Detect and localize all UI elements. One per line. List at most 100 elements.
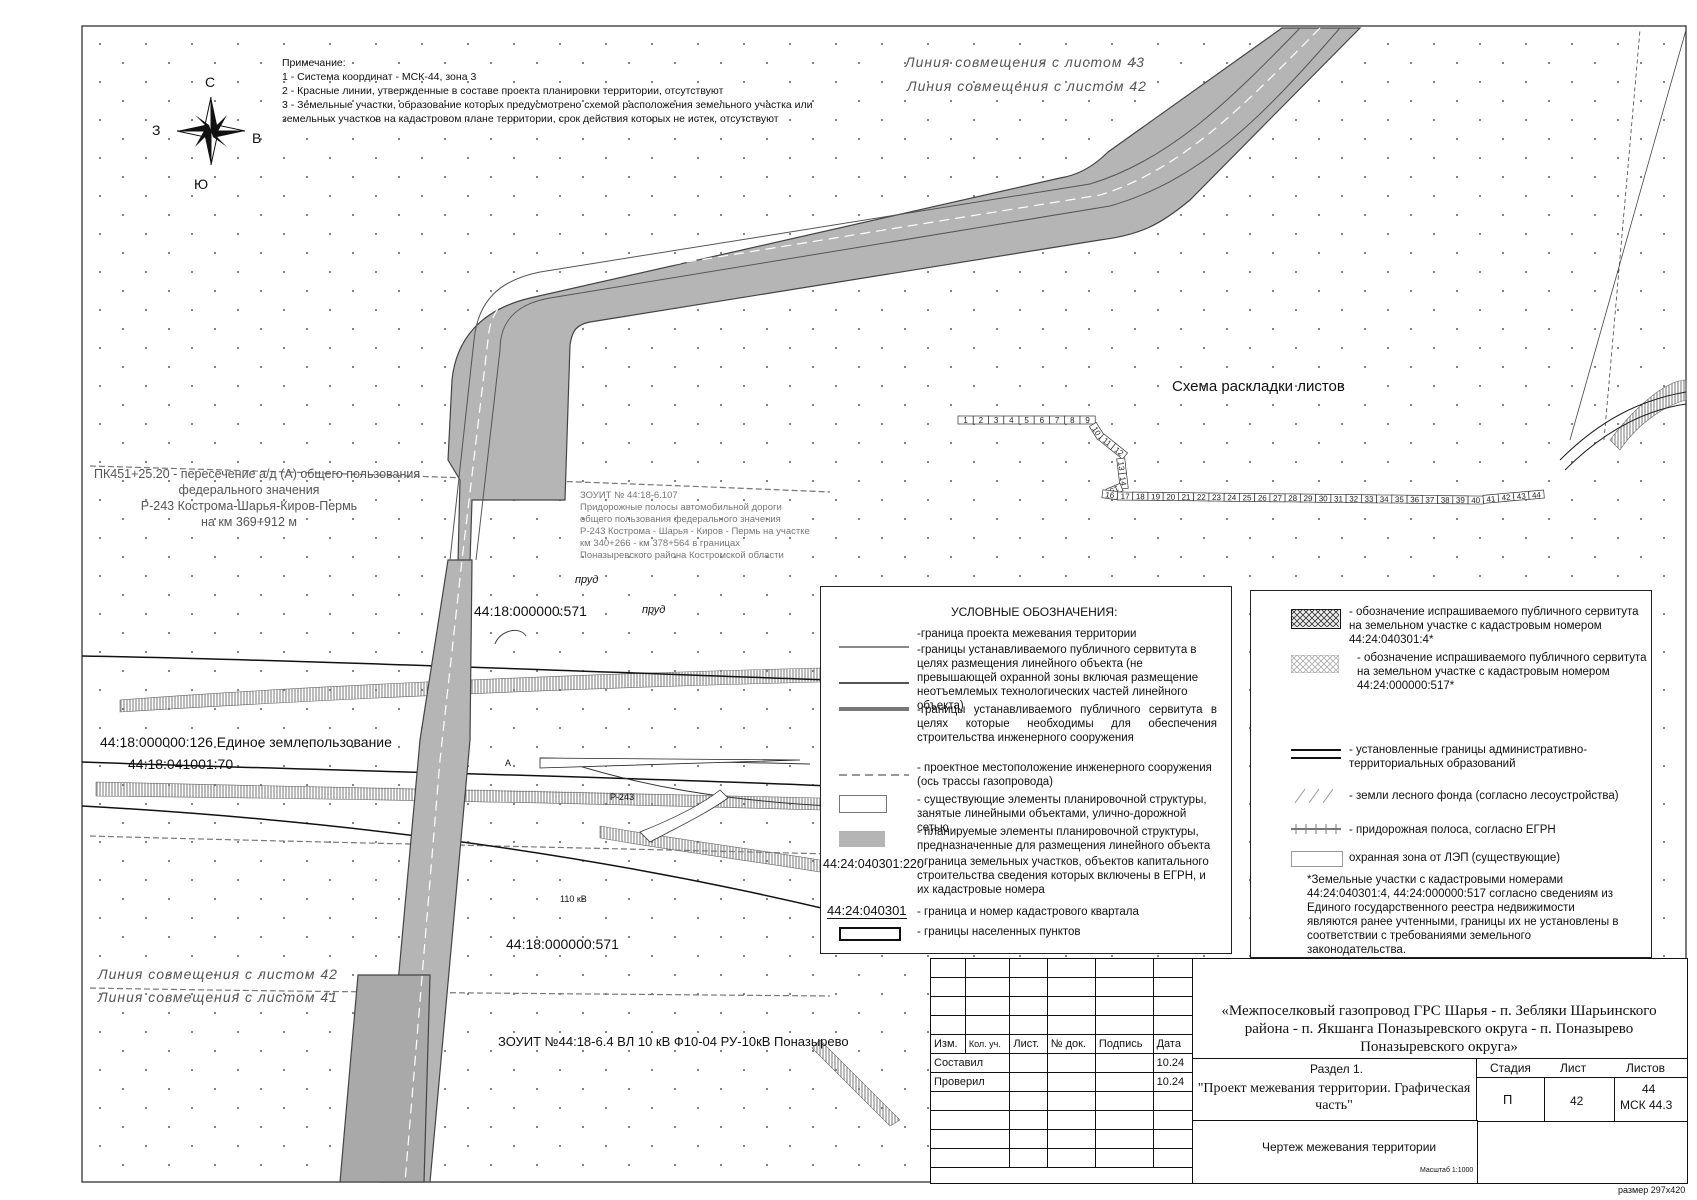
scheme-sheet-cell: 38 [1437,495,1454,505]
scheme-sheet-number: 28 [1288,494,1298,503]
legend-symbol-power-line-zone [1291,851,1343,867]
legend-symbol-servitude-construction [839,707,909,711]
legend2-item: - обозначение испрашиваемого публичного … [1349,606,1639,646]
zouit-label: ЗОУИТ № 44:18-6.107 Придорожные полосы а… [580,490,810,562]
scheme-sheet-number: 41 [1486,494,1496,504]
legend2-item: - установленные границы административно-… [1349,744,1588,770]
legend-symbol-servitude-linear [839,682,909,684]
notes-heading: Примечание: [282,57,346,69]
rev-header: Кол. уч. [964,1034,1011,1054]
pond-label: пруд [642,604,666,616]
match-line-label: Линия совмещения с листом 41 [98,989,338,1005]
legend-item: -граница проекта межевания территории [917,628,1137,640]
scheme-sheet-cell: 3 [988,415,1005,425]
scheme-sheet-number: 35 [1395,495,1405,504]
road-edge-right [1559,391,1687,461]
pond-outline [494,629,527,645]
scheme-sheet-cell: 31 [1330,494,1347,504]
scheme-sheet-number: 36 [1410,495,1420,504]
legend-sample-parcel: 44:24:040301:220 [823,857,924,871]
legend-item: - планируемые элементы планировочной стр… [917,826,1211,852]
light-road [639,789,729,843]
scheme-sheet-cell: 32 [1345,494,1362,504]
scheme-sheet-number: 22 [1197,493,1207,502]
legend-item: - проектное местоположение инженерного с… [917,762,1212,788]
scheme-sheet-cell: 6 [1033,415,1050,425]
legend-symbol-servitude-517 [1291,655,1339,673]
note-item: 3 - Земельные участки, образование котор… [282,99,813,125]
match-line-label: Линия совмещения с листом 43 [905,54,1145,70]
legend2-item: - земли лесного фонда (согласно лесоустр… [1349,790,1619,802]
msk-value: МСК 44.3 [1620,1098,1673,1112]
legend-title: УСЛОВНЫЕ ОБОЗНАЧЕНИЯ: [951,605,1118,619]
scheme-sheet-number: 37 [1425,495,1435,504]
scheme-sheet-cell: 20 [1162,492,1179,502]
stage-header-line [1476,1058,1688,1078]
zouit-line: Поназыревского района Костромской област… [580,550,784,561]
legend-item: - границы населенных пунктов [917,926,1081,938]
match-line-label: Линия совмещения с листом 42 [907,78,1147,94]
drawing-title-cell [1192,1120,1478,1184]
legend-item: - граница земельных участков, объектов к… [917,856,1209,896]
drawing-title: Чертеж межевания территории [1262,1140,1437,1154]
scheme-sheet-cell: 7 [1049,415,1066,425]
scheme-sheet-cell: 18 [1132,491,1149,501]
scheme-sheet-rect [1528,489,1545,500]
scheme-sheet-cell: 34 [1376,494,1393,504]
sheets-value: 44 [1642,1082,1656,1096]
scheme-sheet-cell: 8 [1064,415,1081,425]
scheme-sheet-cell: 13 [1116,457,1127,475]
scheme-sheet-number: 31 [1334,494,1344,503]
note-item: 1 - Система координат - МСК-44, зона 3 [282,71,477,83]
zouit-line: км 340+266 - км 378+564 в границах [580,538,740,549]
rev-header: Подпись [1094,1034,1154,1054]
scheme-sheet-number: 26 [1258,494,1268,503]
scheme-sheet-cell: 37 [1421,495,1438,505]
note-item: 2 - Красные линии, утвержденные в состав… [282,85,724,97]
scheme-sheet-cell: 33 [1361,494,1377,504]
scheme-sheet-number: 17 [1121,492,1131,501]
legend-symbol-forest [1294,788,1334,803]
parcel-label: 44:18:000000:126 Единое землепользование [100,734,392,750]
legend-symbol-roadside-strip [1291,824,1341,834]
legend-symbol-servitude-4-hatch [1291,609,1339,627]
compass-south: Ю [194,176,209,192]
scheme-sheet-number: 4 [1009,416,1014,425]
scheme-sheet-cell: 23 [1208,492,1225,502]
scheme-sheet-number: 34 [1380,495,1390,504]
compass-north: С [205,74,216,90]
legend-item: -границы устанавливаемого публичного сер… [917,644,1199,712]
scheme-sheet-cell: 39 [1452,495,1469,505]
roadside-strip-line [89,987,831,997]
rev-header: Изм. [930,1034,966,1054]
pk-label-line: Р-243 Кострома-Шарья-Киров-Пермь [140,499,358,513]
scheme-sheet-cell: 24 [1223,492,1240,502]
scheme-sheet-cell: 25 [1239,492,1255,502]
scheme-sheet-cell: 29 [1300,493,1316,503]
scheme-sheet-number: 14 [1118,476,1128,486]
scheme-sheet-cell: 28 [1284,493,1301,503]
parcel-boundary-right [1603,29,1641,441]
zouit-line: Придорожные полосы автомобильной дороги [580,502,782,513]
legend-symbol-planned-elements [839,831,885,847]
pk-label-line: ПК451+25.20 - пересечение а/д (А) общего… [94,467,421,481]
sheets-label: Листов [1626,1061,1665,1075]
scheme-title: Схема раскладки листов [1172,378,1345,395]
scheme-sheet-number: 38 [1441,496,1451,505]
legend-symbol-project-boundary [839,646,909,648]
scheme-sheet-cell: 26 [1254,493,1271,503]
road-r243 [559,759,831,807]
scheme-sheet-cell: 1 [957,415,974,425]
scheme-sheet-cell: 27 [1269,493,1286,503]
compass-east: В [252,130,262,146]
scheme-sheet-cell: 4 [1003,415,1020,425]
scheme-sheet-cell: 2 [972,415,989,425]
scheme-sheet-number: 16 [1105,490,1116,500]
scheme-sheet-number: 40 [1471,496,1481,505]
scheme-sheet-number: 15 [1108,484,1120,496]
legend2-item: - обозначение испрашиваемого публичного … [1357,652,1647,692]
legend-sample-quarter: 44:24:040301 [827,903,907,919]
scheme-sheet-number: 18 [1136,492,1146,501]
zouit-line: ЗОУИТ № 44:18-6.107 [580,490,678,501]
rev-header: Дата [1152,1034,1194,1054]
